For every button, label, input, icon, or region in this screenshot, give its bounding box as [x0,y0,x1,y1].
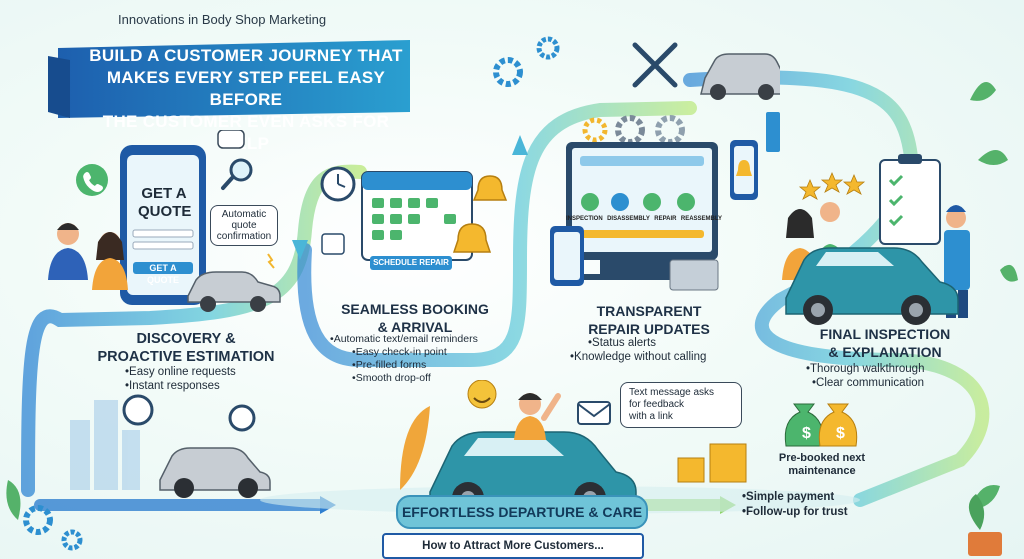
booking-illustration [320,166,508,261]
booking-title: Seamless Booking & Arrival [330,300,500,336]
repair-status-steps: Inspection Disassembly Repair Reassembly [566,216,722,222]
note-line: maintenance [788,465,856,477]
svg-text:$: $ [802,425,811,442]
departure-banner: EFFORTLESS DEPARTURE & CARE [396,495,648,529]
phone-title-line: QUOTE [138,203,192,220]
bullet-item: Thorough walkthrough [806,362,976,376]
departure-banner-label: EFFORTLESS DEPARTURE & CARE [401,504,643,520]
bullet-item: Follow-up for trust [742,505,872,520]
bullet-item: Easy online requests [125,365,285,379]
bullet-item: Instant responses [125,379,285,393]
bubble-line: Text message asks [629,387,715,398]
departure-bullets: Simple payment Follow-up for trust [742,490,872,520]
note-line: Pre-booked next [778,452,866,464]
step-inspection: Inspection [566,216,603,222]
title-line: Proactive Estimation [97,349,275,365]
updates-title: Transparent Repair Updates [574,302,724,338]
phone-title: GET A QUOTE [138,185,192,221]
footer-tag: How to Attract More Customers... [382,533,644,559]
schedule-repair-button[interactable]: SCHEDULE REPAIR [370,256,452,270]
step-disassembly: Disassembly [607,216,650,222]
money-bags-icon: $ $ [784,403,858,447]
updates-bullets: Status alerts Knowledge without calling [570,336,740,364]
bubble-line: quote [231,220,257,231]
title-line: Final Inspection [819,326,951,342]
title-line: Repair Updates [588,321,710,337]
feedback-bubble: Text message asks for feedback with a li… [620,382,742,428]
updates-illustration [493,36,780,291]
bullet-item: Clear communication [806,376,976,390]
bullet-item: Pre-filled forms [330,359,510,372]
quote-confirmation-bubble: Automatic quote confirmation [210,205,278,246]
footer-text: How to Attract More Customers... [422,540,604,552]
headline-line: Build a customer journey that [89,46,403,65]
departure-illustration [70,380,747,510]
title-line: Discovery & [136,331,236,347]
get-a-quote-button[interactable]: GET A QUOTE [133,262,193,285]
discovery-bullets: Easy online requests Instant responses [125,365,285,393]
potted-plant-right [968,485,1002,556]
bubble-line: with a link [629,411,673,422]
maintenance-note: Pre-booked next maintenance [762,452,882,478]
title-line: & Explanation [828,344,942,360]
bullet-item: Automatic text/email reminders [330,333,510,346]
bullet-item: Status alerts [570,336,740,350]
bullet-item: Simple payment [742,490,872,505]
inspection-illustration [782,82,1018,325]
title-line: Seamless Booking [341,301,489,317]
svg-text:$: $ [836,425,845,442]
bullet-item: Smooth drop-off [330,372,510,385]
bubble-line: confirmation [216,231,272,242]
page-kicker: Innovations in Body Shop Marketing [118,12,327,27]
phone-title-line: GET A [141,185,187,202]
discovery-title: Discovery & Proactive Estimation [86,330,286,366]
bubble-line: for feedback [629,399,685,410]
booking-bullets: Automatic text/email reminders Easy chec… [330,333,510,385]
title-line: & Arrival [377,319,453,335]
step-reassembly: Reassembly [680,216,722,222]
bullet-item: Easy check-in point [330,346,510,359]
bubble-line: Automatic [221,209,267,220]
title-line: Transparent [596,303,702,319]
gears-plants-left [6,480,83,551]
headline-line: makes every step feel easy before [106,68,386,109]
bullet-item: Knowledge without calling [570,350,740,364]
step-repair: Repair [654,216,677,222]
inspection-bullets: Thorough walkthrough Clear communication [806,362,976,390]
inspection-title: Final Inspection & Explanation [810,325,960,361]
